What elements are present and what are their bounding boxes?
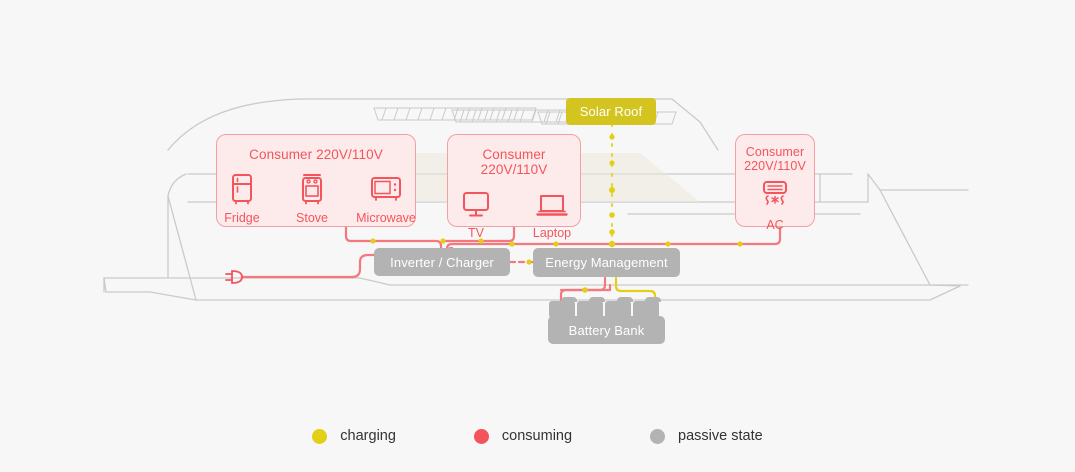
legend-label-passive: passive state: [678, 428, 763, 444]
battery-cell: [549, 301, 575, 318]
fridge-icon: [229, 171, 255, 205]
appliance-fridge[interactable]: Fridge: [217, 171, 267, 225]
consumer-panel-galley[interactable]: Consumer 220V/110V Fridge: [216, 134, 416, 227]
legend-dot-consuming: [473, 428, 489, 444]
appliance-group-galley: Fridge Stove: [217, 171, 416, 225]
tv-icon: [461, 186, 491, 220]
microwave-icon: [369, 171, 403, 205]
appliance-ac-label: AC: [766, 218, 784, 232]
appliance-microwave-label: Microwave: [356, 211, 416, 225]
appliance-fridge-label: Fridge: [224, 211, 260, 225]
inverter-charger-label: Inverter / Charger: [390, 254, 494, 270]
legend-item-charging: charging: [312, 428, 396, 444]
battery-cell: [577, 301, 603, 318]
battery-terminal: [561, 297, 577, 302]
appliance-laptop-label: Laptop: [532, 226, 572, 240]
legend-dot-charging: [312, 428, 328, 444]
consumer-climate-title-line1: Consumer: [745, 145, 805, 159]
appliance-stove-label: Stove: [296, 211, 328, 225]
legend-item-passive: passive state: [650, 428, 763, 444]
legend-dot-passive: [650, 428, 666, 444]
consumer-galley-title: Consumer 220V/110V: [249, 147, 383, 162]
consumer-panel-climate[interactable]: Consumer 220V/110V AC: [735, 134, 815, 232]
energy-management-label: Energy Management: [545, 255, 668, 270]
battery-terminal: [617, 297, 633, 302]
energy-management-box[interactable]: Energy Management: [533, 248, 680, 277]
consumer-saloon-title: Consumer 220V/110V: [480, 147, 548, 177]
appliance-group-climate: AC: [736, 178, 814, 232]
solar-roof-label: Solar Roof: [579, 104, 643, 119]
consumer-panel-saloon[interactable]: Consumer 220V/110V TV: [447, 134, 581, 240]
battery-cell: [633, 301, 659, 318]
legend-item-consuming: consuming: [473, 428, 573, 444]
appliance-laptop[interactable]: Laptop: [524, 186, 580, 240]
battery-cell: [605, 301, 631, 318]
consumer-climate-title: Consumer 220V/110V: [736, 145, 814, 173]
appliance-group-saloon: TV Laptop: [448, 186, 580, 240]
legend-label-charging: charging: [340, 428, 396, 444]
battery-bank-box[interactable]: Battery Bank: [548, 316, 665, 344]
stove-icon: [299, 171, 325, 205]
appliance-stove[interactable]: Stove: [287, 171, 337, 225]
battery-terminal: [645, 297, 661, 302]
appliance-tv-label: TV: [468, 226, 484, 240]
air-conditioner-icon: [758, 178, 792, 212]
consumer-climate-title-line2: 220V/110V: [744, 159, 806, 173]
appliance-microwave[interactable]: Microwave: [356, 171, 416, 225]
legend: charging consuming passive state: [0, 428, 1075, 444]
battery-bank-label: Battery Bank: [568, 322, 645, 338]
appliance-ac[interactable]: AC: [746, 178, 804, 232]
appliance-tv[interactable]: TV: [448, 186, 504, 240]
inverter-charger-box[interactable]: Inverter / Charger: [374, 248, 510, 276]
legend-label-consuming: consuming: [501, 428, 573, 444]
solar-roof-badge[interactable]: Solar Roof: [566, 98, 656, 125]
plug-icon: [225, 270, 243, 284]
laptop-icon: [535, 186, 569, 220]
battery-terminal: [589, 297, 605, 302]
